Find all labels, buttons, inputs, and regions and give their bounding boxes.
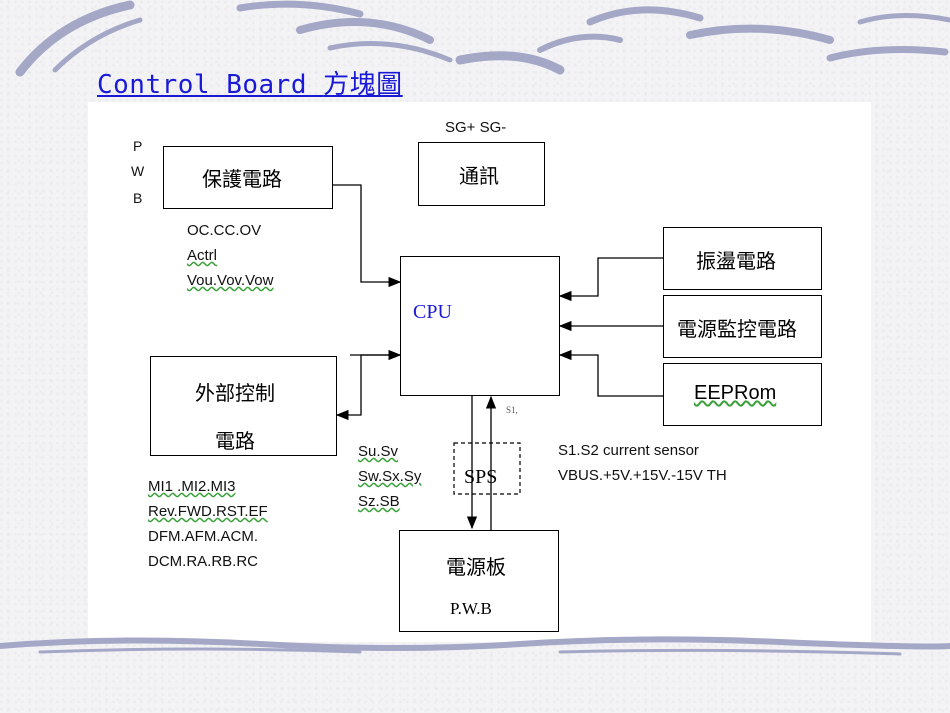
protection-circuit-block: 保護電路 [163, 146, 333, 209]
power-board-block: 電源板 P.W.B [399, 530, 559, 632]
external-signal-2: Rev.FWD.RST.EF [148, 503, 268, 520]
slide-title: Control Board 方塊圖 [97, 64, 403, 101]
power-board-label-1: 電源板 [446, 555, 506, 579]
oscillator-block: 振盪電路 [663, 227, 822, 290]
power-monitor-block: 電源監控電路 [663, 295, 822, 358]
small-signal-label: S1, [506, 405, 518, 415]
oscillator-label: 振盪電路 [696, 249, 776, 273]
eeprom-label: EEPRom [694, 382, 777, 404]
arrow-osc-to-cpu [558, 257, 663, 302]
gate-signal-1: Su.Sv [358, 443, 399, 460]
arrow-eeprom-to-cpu [558, 349, 663, 397]
communication-label: 通訊 [459, 164, 499, 188]
bottom-decoration [0, 636, 950, 656]
gate-signal-2: Sw.Sx.Sy [358, 468, 422, 485]
external-control-label-2: 電路 [215, 429, 255, 453]
cpu-label: CPU [413, 301, 452, 323]
power-board-label-2: P.W.B [450, 599, 492, 618]
arrow-protection-to-cpu [333, 184, 402, 288]
cpu-block: CPU [400, 256, 560, 396]
protection-signal-3: Vou.Vov.Vow [187, 272, 274, 289]
external-control-block: 外部控制 電路 [150, 356, 337, 456]
pwb-letter-p: P [133, 138, 143, 154]
arrow-cpu-to-external [335, 354, 400, 421]
external-signal-1: MI1 .MI2.MI3 [148, 478, 236, 495]
eeprom-block: EEPRom [663, 363, 822, 426]
pwb-letter-b: B [133, 190, 143, 206]
protection-signal-1: OC.CC.OV [187, 222, 262, 239]
top-decoration [15, 0, 950, 77]
title-chinese: 方塊圖 [323, 70, 403, 100]
power-monitor-label: 電源監控電路 [677, 317, 797, 341]
gate-signal-3: Sz.SB [358, 493, 400, 510]
sensor-signal-2: VBUS.+5V.+15V.-15V TH [558, 467, 727, 484]
pwb-letter-w: W [131, 163, 145, 179]
external-control-label-1: 外部控制 [195, 381, 275, 405]
comm-pins-label: SG+ SG- [445, 119, 507, 136]
external-signal-4: DCM.RA.RB.RC [148, 553, 259, 570]
sps-dashed-box [453, 442, 521, 495]
title-english: Control Board [97, 70, 307, 100]
protection-signal-2: Actrl [187, 247, 217, 264]
sps-label: SPS [464, 466, 498, 488]
sensor-signal-1: S1.S2 current sensor [558, 442, 699, 459]
protection-circuit-label: 保護電路 [202, 167, 282, 191]
external-signal-3: DFM.AFM.ACM. [148, 528, 258, 545]
communication-block: 通訊 [418, 142, 545, 206]
